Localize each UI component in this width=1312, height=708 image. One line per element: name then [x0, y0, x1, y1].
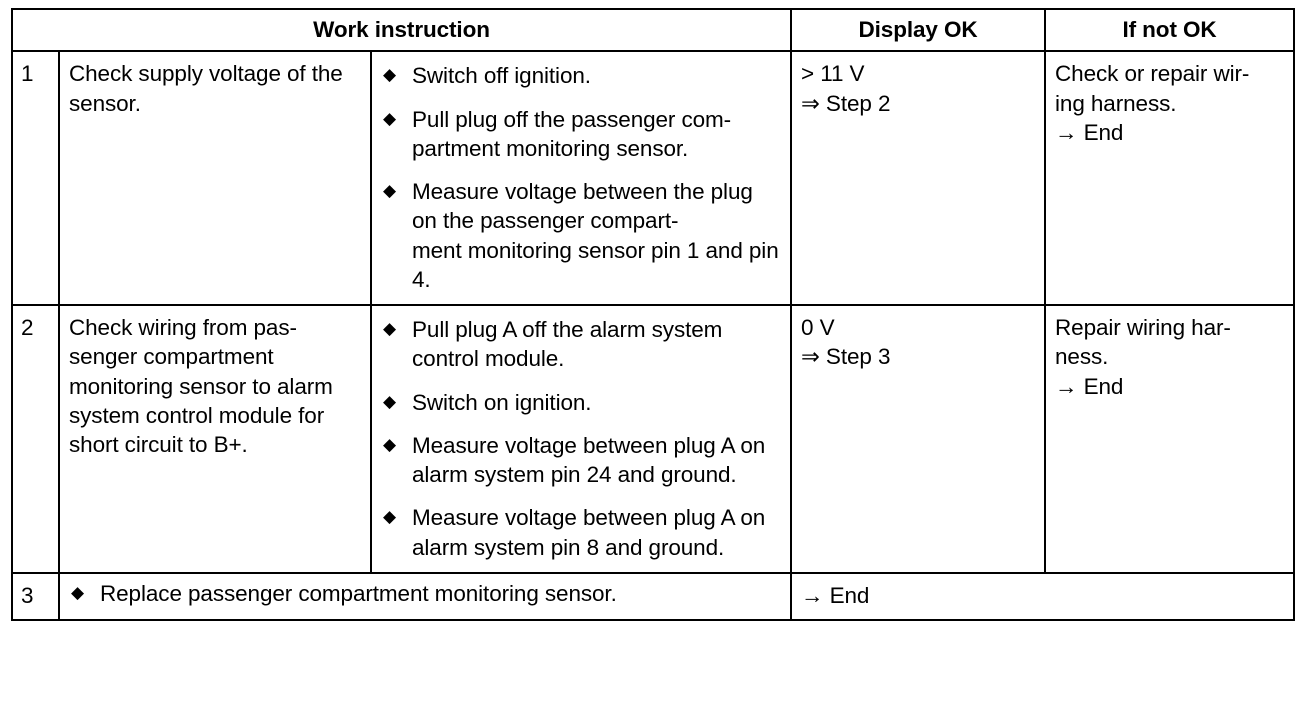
row-task-cell: Check supply voltage of the sensor.: [58, 50, 372, 307]
row-task-text: Check wiring from pas- senger compartmen…: [69, 315, 333, 458]
row-if-not-ok-text: Repair wiring har- ness. → End: [1055, 315, 1231, 399]
diamond-bullet-icon: ◆: [383, 181, 396, 201]
row-steps-list-wrap: ◆ Switch off ignition. ◆ Pull plug off t…: [372, 52, 790, 304]
list-item: ◆ Measure voltage between the plug on th…: [379, 177, 781, 294]
list-item: ◆ Measure voltage between plug A on alar…: [379, 503, 781, 562]
step-text: Switch off ignition.: [412, 63, 591, 89]
row-number: 1: [21, 61, 34, 87]
row-task-text: Check supply voltage of the sensor.: [69, 61, 343, 116]
header-display-ok-label: Display OK: [858, 17, 978, 42]
row-steps-cell: ◆ Switch off ignition. ◆ Pull plug off t…: [369, 50, 793, 307]
row-number-cell: 2: [11, 304, 60, 574]
row-display-ok-text: > 11 V ⇒ Step 2: [801, 61, 891, 116]
steps-list: ◆ Pull plug A off the alarm system contr…: [379, 315, 781, 562]
list-item: ◆ Switch off ignition.: [379, 61, 781, 90]
row-steps-list-wrap: ◆ Replace passenger compartment monitori…: [60, 574, 790, 614]
row-steps-cell: ◆ Pull plug A off the alarm system contr…: [369, 304, 793, 574]
list-item: ◆ Replace passenger compartment monitori…: [67, 579, 781, 608]
row-display-ok-cell: > 11 V ⇒ Step 2: [790, 50, 1047, 307]
steps-list: ◆ Switch off ignition. ◆ Pull plug off t…: [379, 61, 781, 294]
list-item: ◆ Measure voltage between plug A on alar…: [379, 431, 781, 490]
step-text: Measure voltage between plug A on alarm …: [412, 505, 766, 560]
diamond-bullet-icon: ◆: [383, 391, 396, 411]
step-text: Measure voltage between plug A on alarm …: [412, 432, 766, 488]
row-task-cell: Check wiring from pas- senger compartmen…: [58, 304, 372, 574]
list-item: ◆ Switch on ignition.: [379, 388, 781, 417]
table-header-row: Work instruction Display OK If not OK: [10, 7, 1296, 53]
row-steps-cell: ◆ Replace passenger compartment monitori…: [57, 571, 793, 622]
diamond-bullet-icon: ◆: [383, 434, 396, 454]
header-display-ok: Display OK: [790, 7, 1047, 53]
diamond-bullet-icon: ◆: [71, 582, 84, 602]
row-if-not-ok-text: Check or repair wir- ing harness. → End: [1055, 61, 1250, 145]
row-display-ok-cell: → End: [790, 571, 1296, 622]
table-row: 3 ◆ Replace passenger compartment monito…: [11, 571, 1296, 622]
list-item: ◆ Pull plug A off the alarm system contr…: [379, 315, 781, 374]
row-display-ok-text: → End: [801, 582, 870, 608]
row-if-not-ok-cell: Repair wiring har- ness. → End: [1044, 304, 1296, 574]
row-number: 2: [21, 315, 34, 341]
header-work-instruction-label: Work instruction: [313, 17, 490, 42]
header-if-not-ok-label: If not OK: [1122, 17, 1217, 42]
table-row: 2 Check wiring from pas- senger compartm…: [11, 304, 1296, 574]
steps-list: ◆ Replace passenger compartment monitori…: [67, 579, 781, 608]
diamond-bullet-icon: ◆: [383, 65, 396, 85]
list-item: ◆ Pull plug off the passenger com- partm…: [379, 105, 781, 164]
diamond-bullet-icon: ◆: [383, 108, 396, 128]
step-text: Switch on ignition.: [412, 389, 592, 415]
header-if-not-ok: If not OK: [1044, 7, 1296, 53]
work-instruction-table: Work instruction Display OK If not OK 1 …: [10, 7, 1296, 622]
row-steps-list-wrap: ◆ Pull plug A off the alarm system contr…: [372, 306, 790, 572]
row-number: 3: [21, 582, 34, 608]
row-if-not-ok-cell: Check or repair wir- ing harness. → End: [1044, 50, 1296, 307]
step-text: Measure voltage between the plug on the …: [412, 179, 779, 292]
row-display-ok-cell: 0 V ⇒ Step 3: [790, 304, 1047, 574]
step-text: Pull plug A off the alarm system control…: [412, 317, 723, 372]
row-number-cell: 1: [11, 50, 60, 307]
row-number-cell: 3: [11, 571, 60, 622]
diamond-bullet-icon: ◆: [383, 507, 396, 527]
row-display-ok-text: 0 V ⇒ Step 3: [801, 315, 891, 370]
step-text: Replace passenger compartment monitoring…: [100, 580, 617, 606]
header-work-instruction: Work instruction: [10, 7, 793, 53]
table-row: 1 Check supply voltage of the sensor. ◆ …: [11, 50, 1296, 307]
diamond-bullet-icon: ◆: [383, 319, 396, 339]
step-text: Pull plug off the passenger com- partmen…: [412, 106, 732, 161]
